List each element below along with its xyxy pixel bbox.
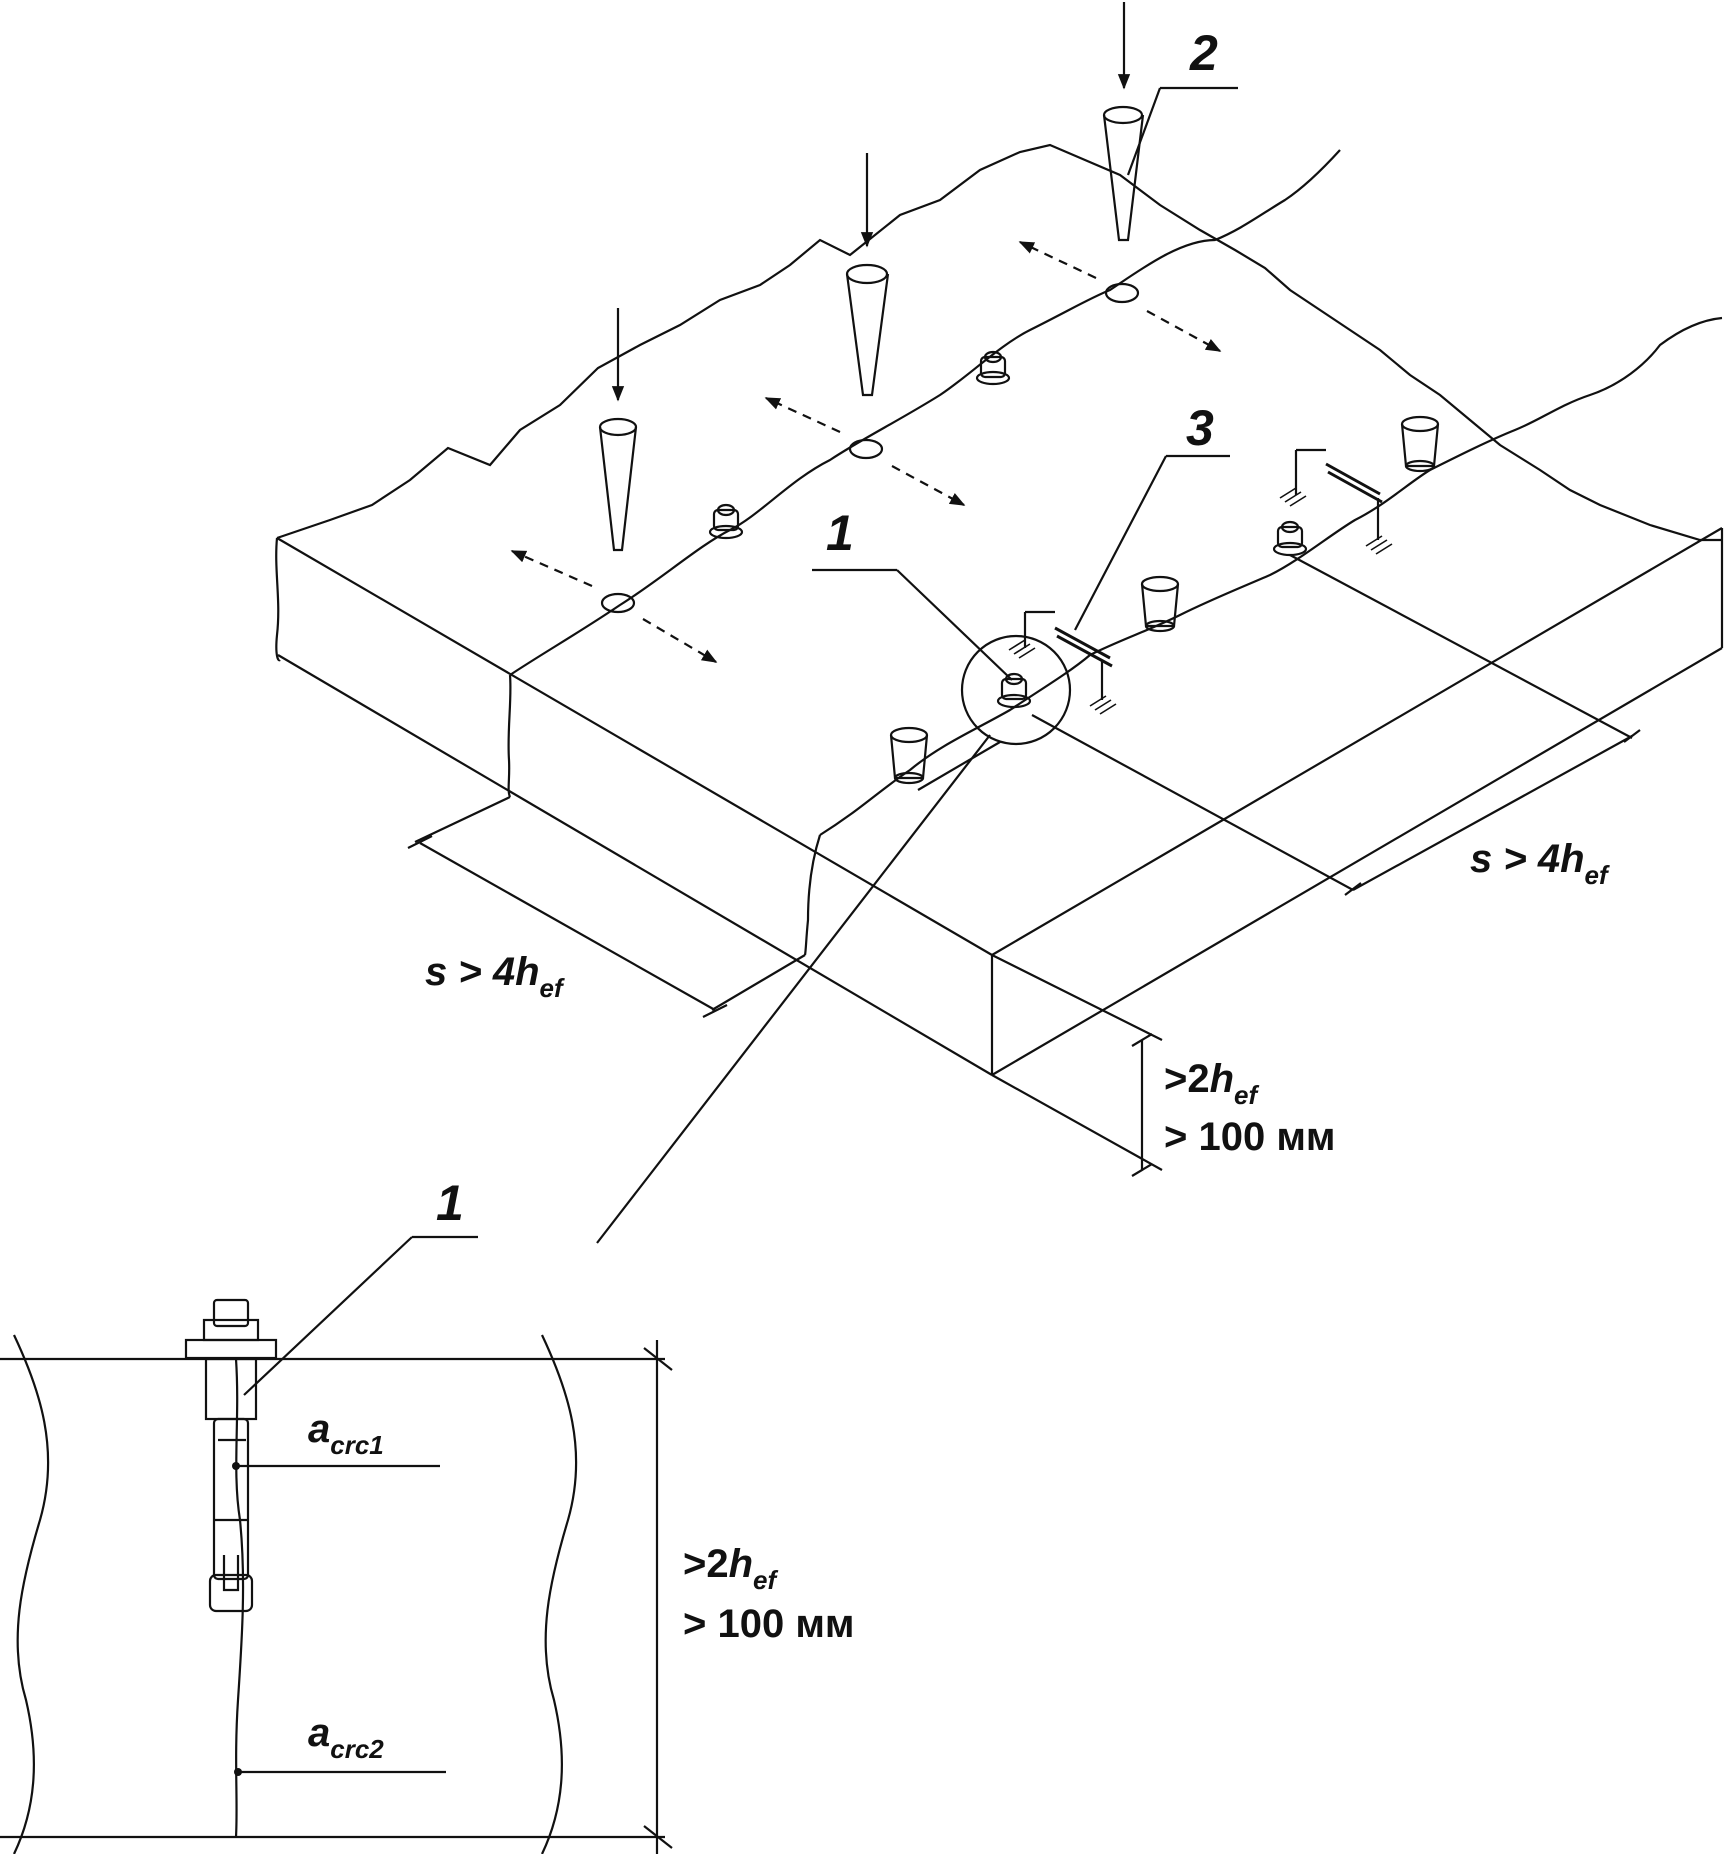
- label-cone-number: 2: [1189, 25, 1218, 81]
- crack-width-1-label: acrc1: [308, 1407, 384, 1460]
- thickness-top-line1: >2hef: [1164, 1057, 1260, 1110]
- thickness-detail-line2: > 100 мм: [683, 1602, 855, 1646]
- label-3: 3: [1074, 400, 1230, 631]
- detail-circle: [960, 634, 1072, 746]
- anchor-nut-icon: [1272, 520, 1308, 557]
- dimension-spacing-right: s > 4hef: [1031, 554, 1641, 896]
- anchor-nut-icon: [975, 350, 1011, 386]
- crack-gauges: [1008, 448, 1393, 715]
- slab-back-edge: [276, 143, 1722, 542]
- wedge-cones: [598, 2, 1145, 552]
- split-holes: [510, 241, 1222, 663]
- slab-front-left-bottom: [277, 654, 993, 1076]
- wedge-cone: [845, 153, 890, 397]
- plug-icon: [1400, 415, 1440, 473]
- dimension-spacing-left: s > 4hef: [407, 796, 806, 1018]
- anchor-bolt-icon: [184, 1298, 278, 1613]
- crack-face-left: [507, 674, 512, 798]
- plug-icon: [889, 726, 929, 785]
- anchor-nut-icon: [708, 503, 744, 540]
- concrete-slab: [275, 143, 1724, 1076]
- plug-icon: [1140, 575, 1180, 633]
- label-1-top: 1: [812, 505, 1013, 681]
- plugs: [889, 415, 1440, 785]
- spacing-right-label: s > 4hef: [1470, 837, 1610, 890]
- label-anchor-detail-number: 1: [436, 1175, 464, 1231]
- cracks: [507, 149, 1723, 956]
- section-crack: [234, 1358, 245, 1838]
- detail-section: >2hef > 100 мм 1 acrc1 acrc2: [0, 1175, 855, 1855]
- crack-front: [819, 316, 1723, 836]
- label-anchor-number: 1: [826, 505, 854, 561]
- dimension-thickness-top: >2hef > 100 мм: [991, 954, 1336, 1177]
- label-gauge-number: 3: [1186, 400, 1214, 456]
- label-2: 2: [1126, 25, 1238, 176]
- crack-gauge-icon: [1279, 448, 1393, 555]
- thickness-top-line2: > 100 мм: [1164, 1115, 1336, 1159]
- anchor-nuts: [708, 350, 1308, 709]
- anchor-nut-icon: [996, 672, 1032, 709]
- detail-leader-line: [596, 734, 991, 1244]
- crack-back: [509, 149, 1341, 676]
- slab-front-right-top: [991, 527, 1723, 956]
- wedge-cone: [1102, 2, 1145, 242]
- spacing-left-label: s > 4hef: [425, 950, 565, 1003]
- crack-face-mid: [803, 834, 822, 956]
- crack-gauge-icon: [1008, 610, 1117, 715]
- detail-leader-line-2: [917, 741, 1001, 791]
- thickness-detail-line1: >2hef: [683, 1542, 779, 1595]
- crack-width-2-label: acrc2: [308, 1711, 384, 1764]
- slab-front-right-bottom: [991, 647, 1723, 1076]
- wedge-cone: [598, 308, 638, 552]
- slab-left-edge: [275, 537, 281, 662]
